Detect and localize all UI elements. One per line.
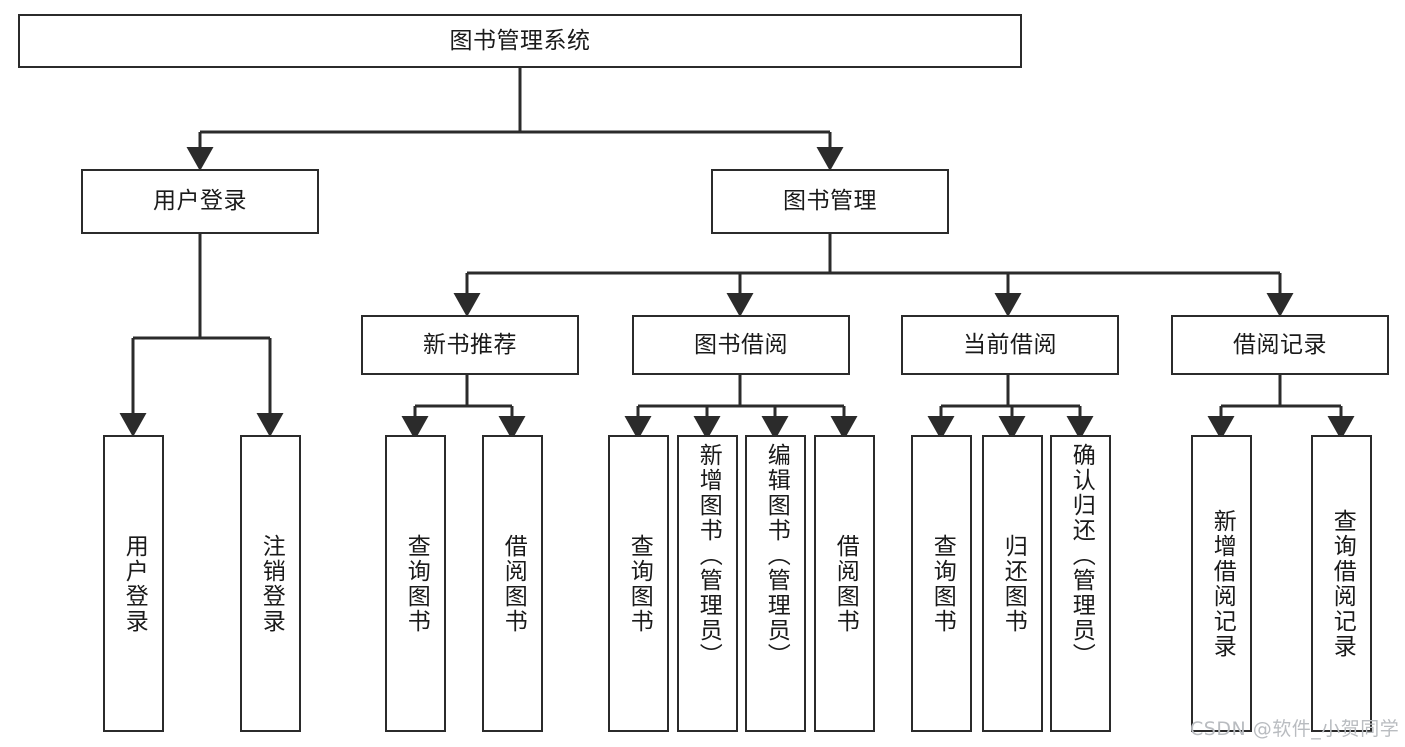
node-leaf-borrow-book-2-label: 借阅图书	[832, 533, 859, 634]
node-leaf-confirm-return-label: 确认归还（管理员）	[1068, 443, 1095, 668]
node-book-manage-label: 图书管理	[783, 188, 877, 215]
node-leaf-borrow-book-2[interactable]: 借阅图书	[814, 435, 875, 732]
watermark-text: CSDN @软件_小贺同学	[1190, 718, 1400, 740]
node-leaf-query-record-label: 查询借阅记录	[1329, 508, 1356, 659]
node-current-borrow[interactable]: 当前借阅	[901, 315, 1119, 375]
node-leaf-user-logout-label: 注销登录	[258, 533, 285, 634]
node-new-book-rec[interactable]: 新书推荐	[361, 315, 579, 375]
node-borrow-record-label: 借阅记录	[1233, 331, 1327, 358]
node-leaf-user-logout[interactable]: 注销登录	[240, 435, 301, 732]
node-leaf-add-record-label: 新增借阅记录	[1209, 508, 1236, 659]
node-leaf-query-book-1[interactable]: 查询图书	[385, 435, 446, 732]
node-user-login-label: 用户登录	[153, 188, 247, 215]
node-leaf-add-book[interactable]: 新增图书（管理员）	[677, 435, 738, 732]
node-leaf-add-book-label: 新增图书（管理员）	[695, 443, 722, 668]
node-leaf-user-login[interactable]: 用户登录	[103, 435, 164, 732]
node-leaf-user-login-label: 用户登录	[121, 533, 148, 634]
node-book-borrow[interactable]: 图书借阅	[632, 315, 850, 375]
node-book-manage[interactable]: 图书管理	[711, 169, 949, 234]
node-leaf-query-book-1-label: 查询图书	[403, 533, 430, 634]
node-leaf-borrow-book-1[interactable]: 借阅图书	[482, 435, 543, 732]
node-borrow-record[interactable]: 借阅记录	[1171, 315, 1389, 375]
node-user-login[interactable]: 用户登录	[81, 169, 319, 234]
node-leaf-return-book-label: 归还图书	[1000, 533, 1027, 634]
node-root[interactable]: 图书管理系统	[18, 14, 1022, 68]
node-leaf-borrow-book-1-label: 借阅图书	[500, 533, 527, 634]
node-root-label: 图书管理系统	[449, 27, 591, 54]
node-leaf-query-book-2[interactable]: 查询图书	[608, 435, 669, 732]
node-current-borrow-label: 当前借阅	[963, 331, 1057, 358]
node-new-book-rec-label: 新书推荐	[423, 331, 517, 358]
node-leaf-query-record[interactable]: 查询借阅记录	[1311, 435, 1372, 732]
node-leaf-query-book-3-label: 查询图书	[929, 533, 956, 634]
node-leaf-return-book[interactable]: 归还图书	[982, 435, 1043, 732]
node-leaf-add-record[interactable]: 新增借阅记录	[1191, 435, 1252, 732]
node-leaf-query-book-3[interactable]: 查询图书	[911, 435, 972, 732]
node-leaf-query-book-2-label: 查询图书	[626, 533, 653, 634]
node-leaf-edit-book-label: 编辑图书（管理员）	[763, 443, 790, 668]
node-leaf-confirm-return[interactable]: 确认归还（管理员）	[1050, 435, 1111, 732]
node-book-borrow-label: 图书借阅	[694, 331, 788, 358]
node-leaf-edit-book[interactable]: 编辑图书（管理员）	[745, 435, 806, 732]
